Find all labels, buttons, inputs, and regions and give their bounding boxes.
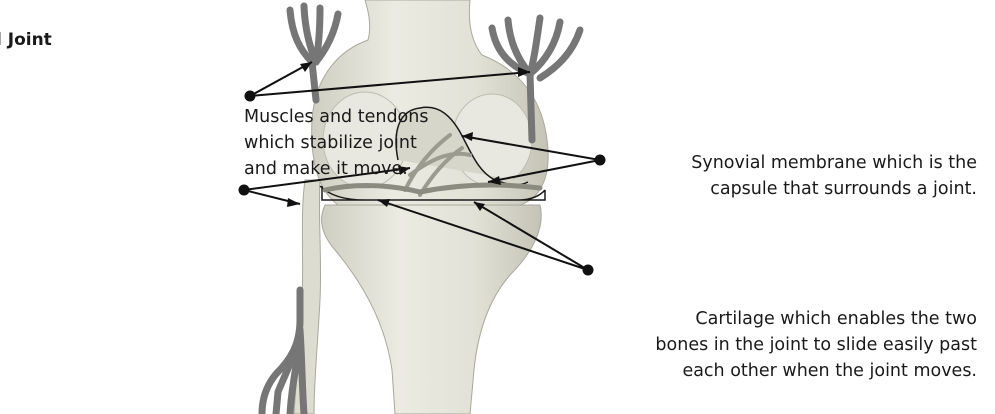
tibia-bone (322, 205, 542, 414)
label-line: which stabilize joint (244, 130, 428, 156)
label-line: and make it move. (244, 156, 428, 182)
label-line: bones in the joint to slide easily past (655, 332, 977, 358)
label-line: each other when the joint moves. (655, 358, 977, 384)
diagram-title: l Joint (0, 30, 52, 50)
label-line: Muscles and tendons (244, 104, 428, 130)
label-line: Synovial membrane which is the (691, 150, 977, 176)
label-muscles-tendons: Muscles and tendons which stabilize join… (244, 104, 428, 182)
label-synovial-membrane: Synovial membrane which is the capsule t… (691, 150, 977, 202)
label-line: capsule that surrounds a joint. (691, 176, 977, 202)
label-cartilage: Cartilage which enables the two bones in… (655, 306, 977, 384)
label-line: Cartilage which enables the two (655, 306, 977, 332)
